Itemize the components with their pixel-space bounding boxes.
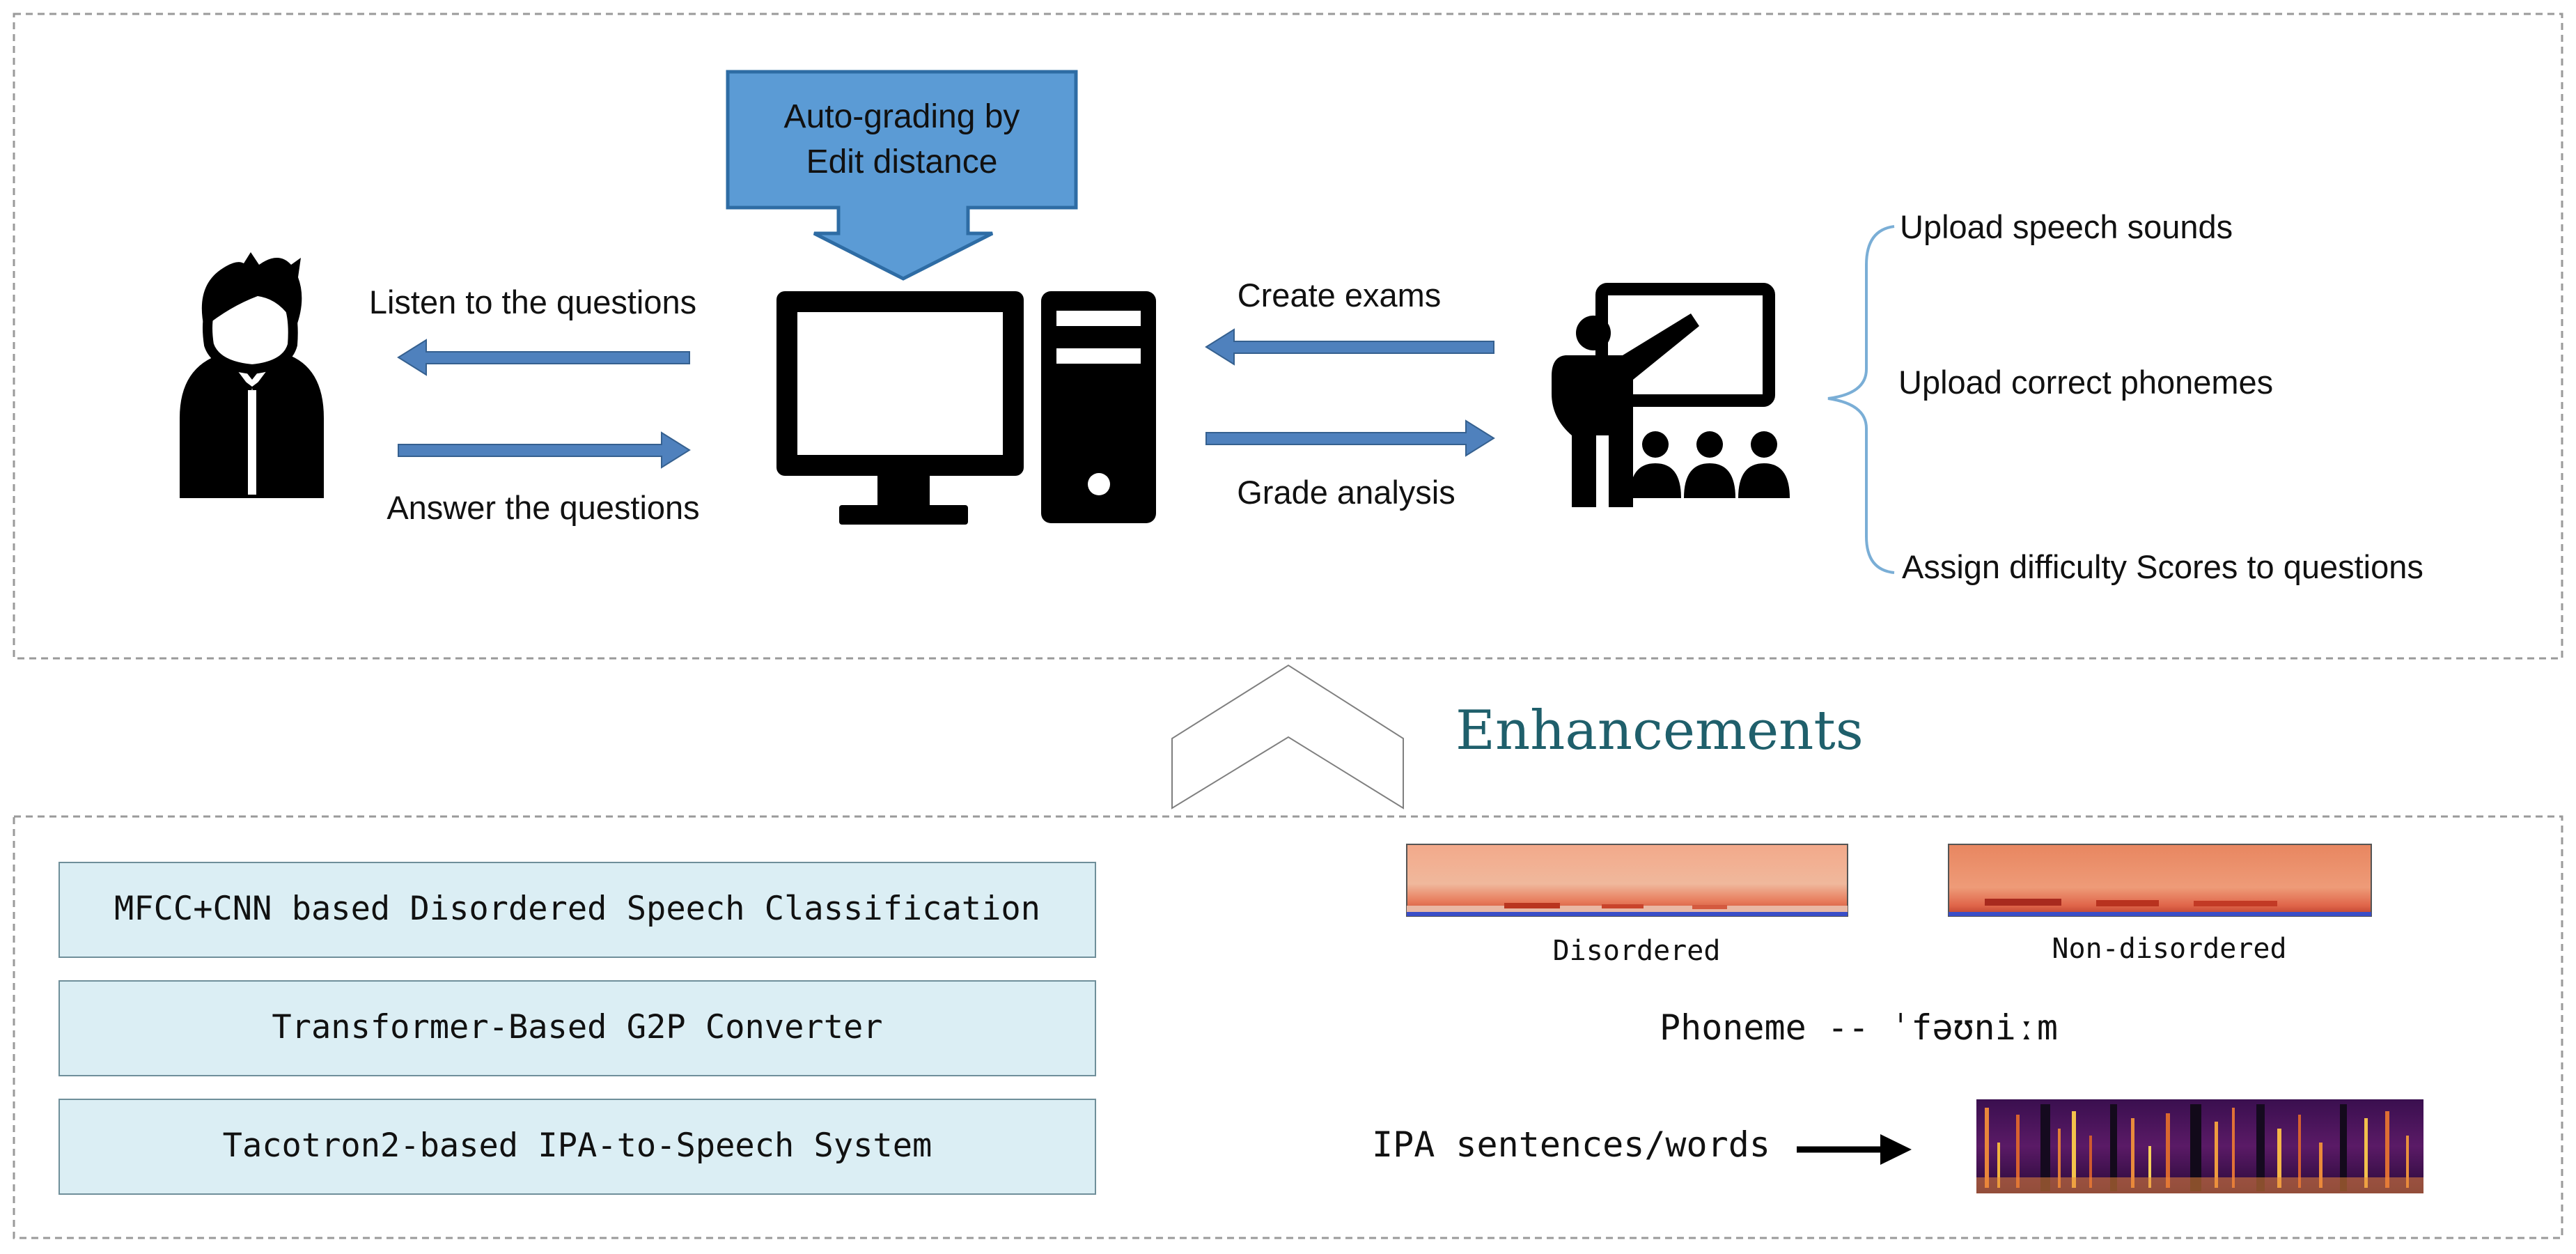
task-upload-phonemes: Upload correct phonemes: [1898, 364, 2273, 401]
answer-arrow: [398, 431, 691, 469]
ipa-label: IPA sentences/words: [1372, 1124, 1770, 1165]
grading-line-1: Auto-grading by: [784, 98, 1020, 135]
listen-arrow: [397, 339, 690, 376]
module-label-g2p: Transformer-Based G2P Converter: [272, 1008, 882, 1046]
module-box-tts: Tacotron2-based IPA-to-Speech System: [58, 1099, 1096, 1195]
non-disordered-label: Non-disordered: [2052, 933, 2286, 965]
top-panel: Auto-grading by Edit distance Listen to …: [13, 13, 2563, 660]
module-box-g2p: Transformer-Based G2P Converter: [58, 980, 1096, 1076]
module-label-tts: Tacotron2-based IPA-to-Speech System: [223, 1127, 932, 1165]
ipa-arrow: [1797, 1134, 1912, 1165]
enhancements-chevron: [1171, 664, 1404, 810]
auto-grading-callout: Auto-grading by Edit distance: [726, 70, 1078, 281]
bottom-panel: MFCC+CNN based Disordered Speech Classif…: [13, 815, 2563, 1239]
grade-analysis-arrow: [1205, 419, 1495, 457]
grading-line-2: Edit distance: [806, 144, 998, 180]
enhancements-label: Enhancements: [1455, 699, 1864, 762]
task-brace: [1827, 225, 1895, 574]
task-upload-sounds: Upload speech sounds: [1900, 208, 2233, 245]
student-icon: [180, 252, 324, 498]
task-assign-difficulty: Assign difficulty Scores to questions: [1902, 548, 2423, 585]
create-exams-label: Create exams: [1238, 277, 1442, 314]
top-panel-border: [13, 13, 2563, 660]
grade-analysis-label: Grade analysis: [1237, 474, 1455, 511]
computer-icon: [776, 291, 1156, 525]
disordered-label: Disordered: [1553, 935, 1721, 967]
disordered-spectrogram: [1406, 844, 1848, 917]
answer-label: Answer the questions: [387, 489, 699, 526]
phoneme-example: Phoneme -- ˈfəʊniːm: [1660, 1007, 2058, 1048]
module-box-classification: MFCC+CNN based Disordered Speech Classif…: [58, 862, 1096, 958]
mel-spectrogram: [1976, 1099, 2423, 1193]
non-disordered-spectrogram: [1948, 844, 2372, 917]
create-exams-arrow: [1205, 328, 1494, 366]
module-label-classification: MFCC+CNN based Disordered Speech Classif…: [114, 890, 1040, 928]
teacher-icon: [1552, 283, 1790, 507]
bottom-panel-border: [13, 815, 2563, 1239]
listen-label: Listen to the questions: [369, 284, 696, 320]
